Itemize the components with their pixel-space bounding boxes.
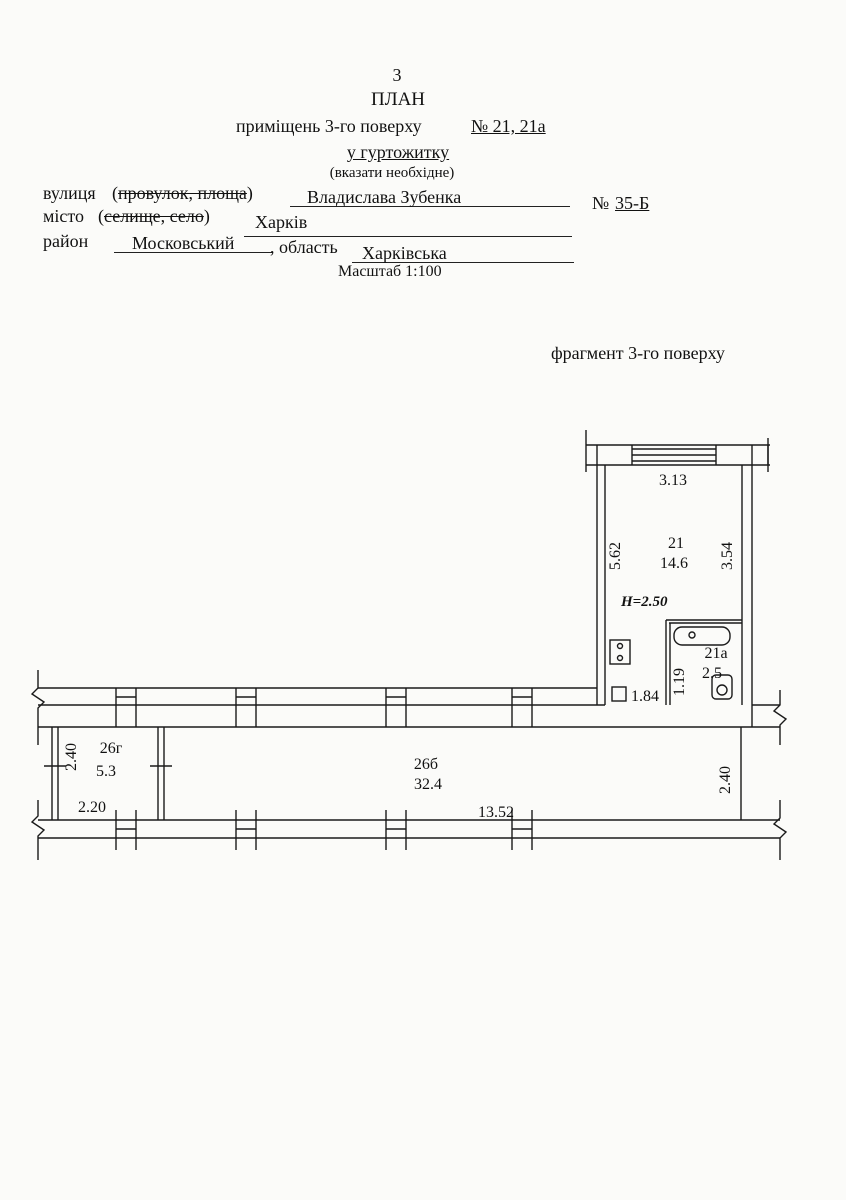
plan-title: ПЛАН — [370, 89, 426, 110]
break-lines-left — [30, 670, 46, 860]
corridor-windows-top — [115, 688, 533, 727]
city-alt-open: ( — [98, 206, 104, 226]
district-label: район — [43, 231, 89, 251]
room-21a-area: 2.5 — [702, 665, 722, 682]
city-label: місто — [43, 206, 85, 226]
dim-room21-length-right: 3.54 — [719, 542, 736, 570]
street-alt-open: ( — [112, 183, 118, 203]
scale: Масштаб 1:100 — [338, 263, 442, 280]
room-21a-number: 21а — [704, 645, 728, 662]
corridor-walls — [38, 687, 780, 839]
region-value: Харківська — [362, 243, 447, 263]
street-underline — [290, 206, 570, 207]
corridor-windows-bottom — [115, 810, 533, 850]
dim-room21-width: 3.13 — [659, 472, 687, 489]
room-26g-number: 26г — [99, 740, 123, 757]
fragment-label: фрагмент 3-го поверху — [551, 343, 725, 363]
city-alt-close: ) — [203, 206, 210, 226]
room-21-walls — [585, 430, 770, 705]
dim-room26g-length: 2.20 — [78, 799, 106, 816]
dim-room26g-width: 2.40 — [63, 743, 80, 771]
street-value: Владислава Зубенка — [307, 187, 462, 207]
room-26g-walls — [44, 727, 172, 820]
room-26b-number: 26б — [413, 756, 439, 773]
room-21-number: 21 — [668, 535, 684, 552]
rooms-number: № 21, 21а — [471, 116, 546, 136]
city-alt-struck: селище, село — [104, 206, 204, 226]
ceiling-height: H=2.50 — [621, 594, 668, 610]
dim-corridor-width: 2.40 — [717, 766, 734, 794]
room-26g-area: 5.3 — [96, 763, 116, 780]
region-underline — [352, 262, 574, 263]
page-number: 3 — [392, 65, 402, 85]
room-26b-area: 32.4 — [414, 776, 442, 793]
city-value: Харків — [255, 212, 308, 232]
room-21-area: 14.6 — [660, 555, 688, 572]
plan-subtitle: приміщень 3-го поверху — [236, 116, 422, 136]
location-note: (вказати необхідне) — [329, 165, 455, 181]
dim-bath-width: 1.84 — [631, 688, 659, 705]
district-underline — [114, 252, 272, 253]
house-no-label: № — [592, 193, 610, 213]
city-underline — [244, 236, 572, 237]
house-no-value: 35-Б — [615, 193, 650, 213]
street-label: вулиця — [43, 183, 96, 203]
dim-room21-length-left: 5.62 — [607, 542, 624, 570]
location: у гуртожитку — [346, 142, 450, 162]
region-label: , область — [270, 237, 338, 257]
dim-corridor-length: 13.52 — [478, 804, 514, 821]
bathroom-21a — [609, 619, 742, 705]
street-alt-struck: провулок, площа — [118, 183, 247, 203]
street-alt-close: ) — [246, 183, 253, 203]
window-21 — [631, 445, 717, 465]
district-value: Московський — [132, 233, 235, 253]
dim-bath-length: 1.19 — [671, 668, 688, 696]
break-lines-right — [772, 690, 788, 860]
